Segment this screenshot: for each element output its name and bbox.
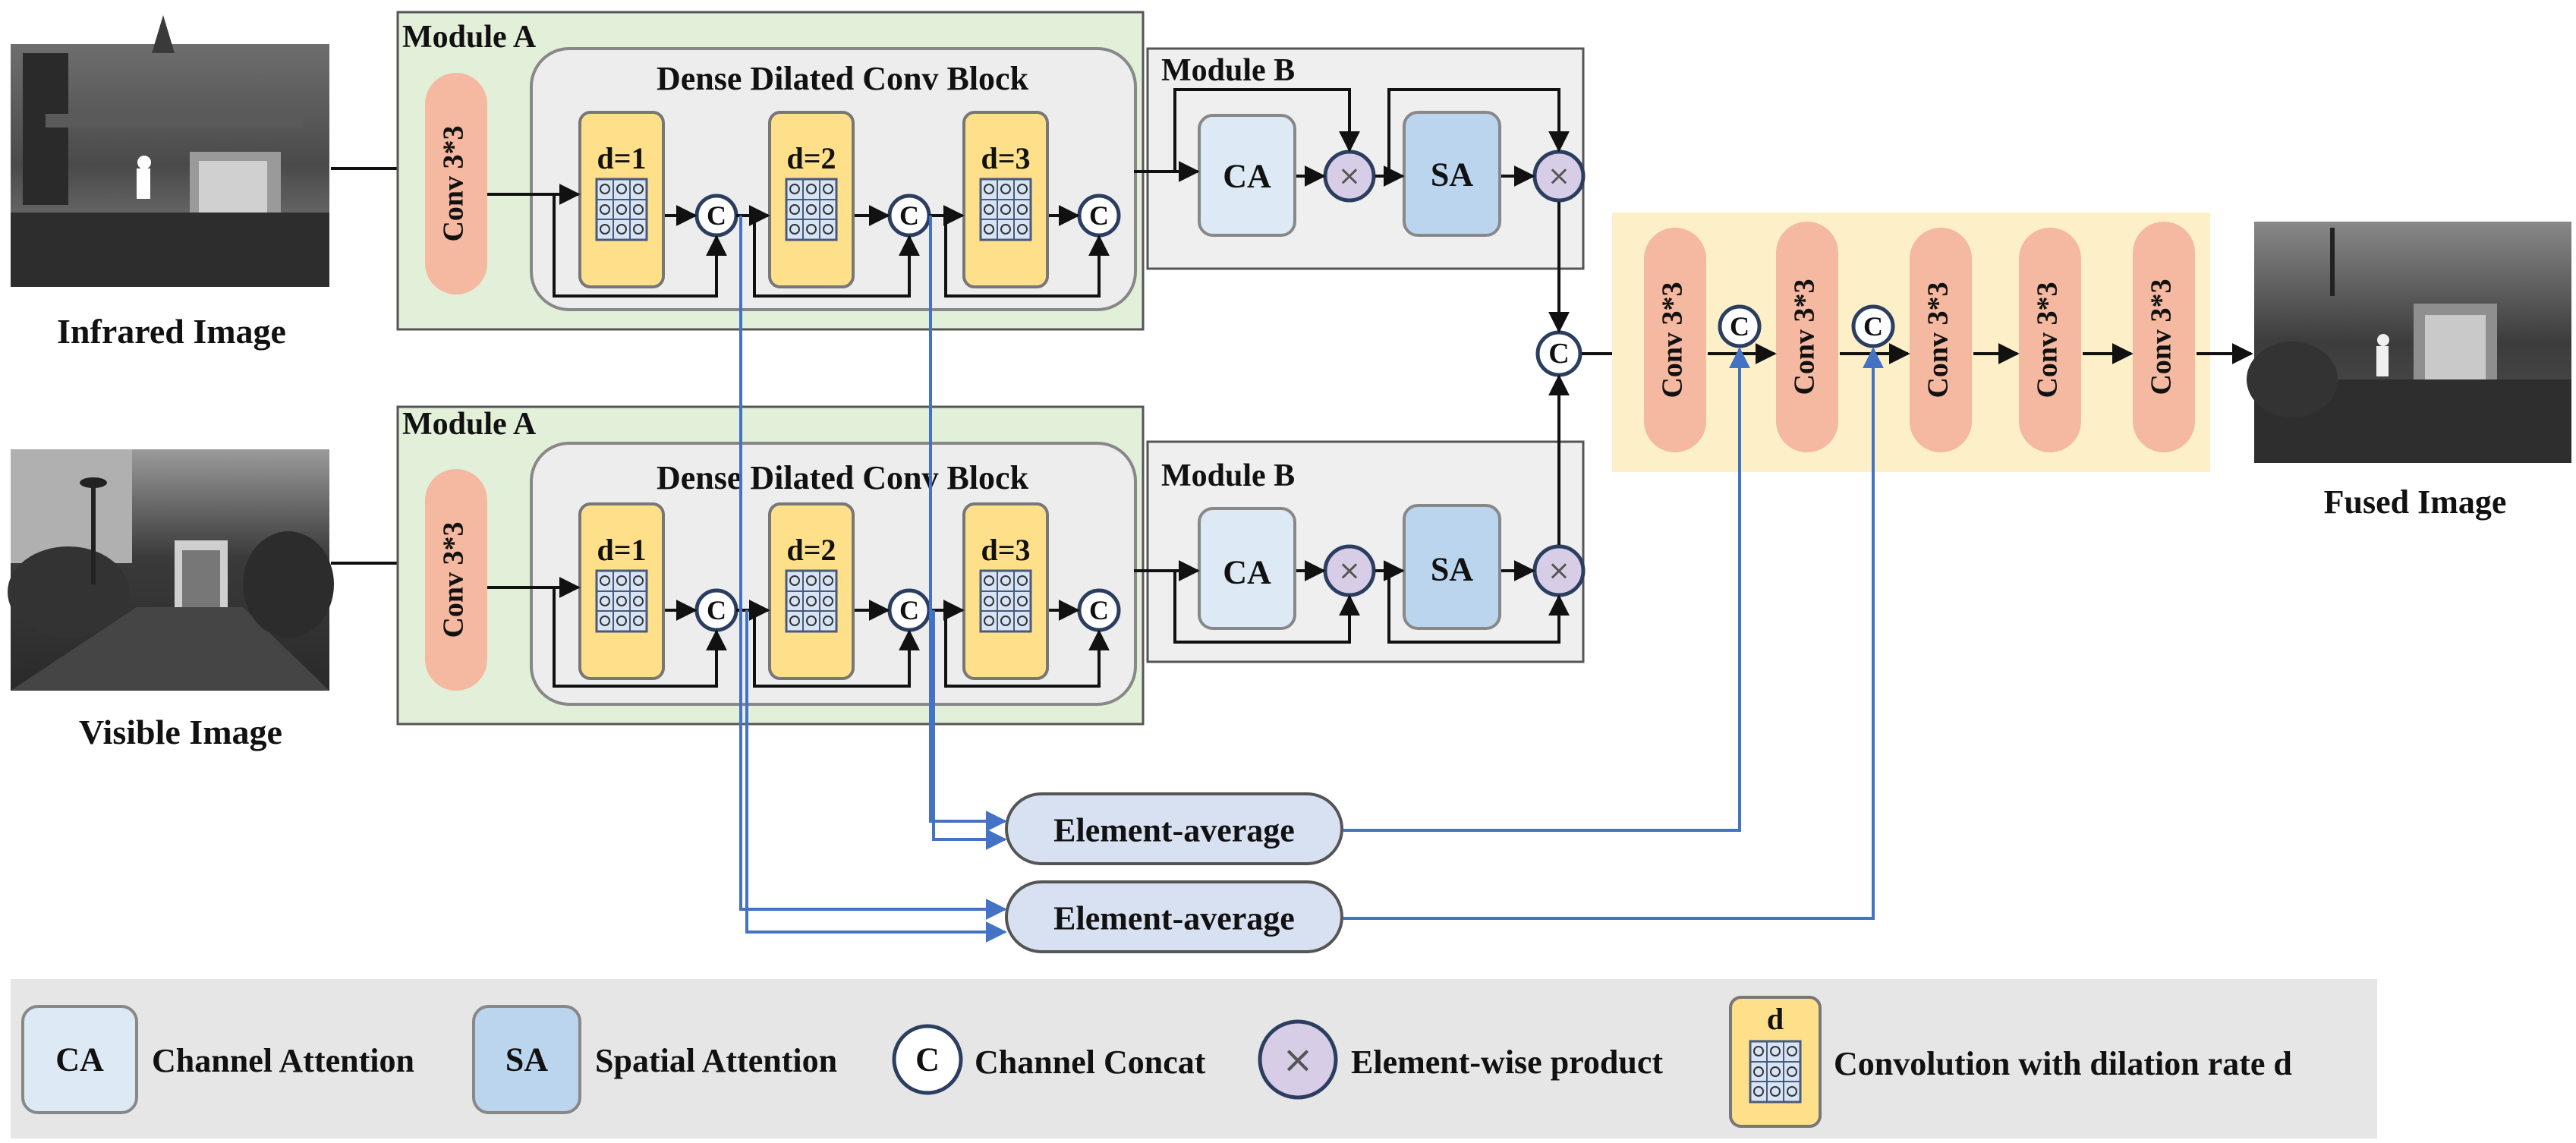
dense-block-arrows xyxy=(487,577,1110,688)
module-a-title: Module A xyxy=(402,407,537,442)
kernel-grid-icon xyxy=(979,569,1032,633)
module-a-top: Module A Conv 3*3 Dense Dilated Conv Blo… xyxy=(396,11,1145,331)
legend-c-text: Channel Concat xyxy=(975,1044,1206,1081)
channel-concat-icon xyxy=(1851,304,1895,348)
product-symbol: × xyxy=(1548,161,1570,192)
dilation-label: d=2 xyxy=(786,533,836,567)
legend-ca-symbol: CA xyxy=(55,1041,104,1078)
infrared-image xyxy=(11,15,329,287)
kernel-grid-icon xyxy=(785,178,838,241)
fused-image-label: Fused Image xyxy=(2324,483,2507,521)
concat-symbol: C xyxy=(1863,311,1883,342)
dense-block-arrows xyxy=(487,184,1110,298)
legend-concat-icon xyxy=(892,1024,963,1095)
kernel-grid-icon xyxy=(1749,1040,1802,1104)
concat-symbol: C xyxy=(707,595,726,625)
decoder-conv-label: Conv 3*3 xyxy=(1789,279,1821,395)
product-symbol: × xyxy=(1338,556,1361,587)
legend-d-text: Convolution with dilation rate d xyxy=(1834,1045,2292,1082)
decoder: Conv 3*3 Conv 3*3 Conv 3*3 Conv 3*3 Conv… xyxy=(1612,213,2253,472)
kernel-grid-icon xyxy=(595,569,648,633)
decoder-conv-pill xyxy=(2019,228,2081,452)
fused-image xyxy=(2247,222,2571,463)
dense-block-title: Dense Dilated Conv Block xyxy=(657,459,1029,496)
decoder-conv-pill xyxy=(1644,228,1706,452)
legend-sa-symbol: SA xyxy=(505,1041,548,1078)
dilation-label: d=3 xyxy=(981,533,1030,567)
element-average-label: Element-average xyxy=(1053,812,1295,849)
dilation-label: d=3 xyxy=(981,141,1030,175)
visible-image xyxy=(8,449,334,691)
dense-block-title: Dense Dilated Conv Block xyxy=(657,60,1029,97)
ca-label: CA xyxy=(1223,554,1271,591)
legend-c-symbol: C xyxy=(915,1041,940,1078)
module-b-bottom: Module B CA SA × × xyxy=(1134,440,1586,663)
element-average-label: Element-average xyxy=(1053,900,1295,937)
conv-label: Conv 3*3 xyxy=(438,125,470,241)
legend-ca-icon xyxy=(21,1005,138,1114)
concat-symbol: C xyxy=(1730,311,1749,342)
legend: CA Channel Attention SA Spatial Attentio… xyxy=(11,979,2377,1138)
kernel-grid-icon xyxy=(595,178,648,241)
decoder-conv-pill xyxy=(2133,222,2195,452)
visible-image-label: Visible Image xyxy=(79,713,282,751)
module-b-title: Module B xyxy=(1161,53,1295,88)
legend-sa-text: Spatial Attention xyxy=(595,1042,837,1079)
legend-d-symbol: d xyxy=(1767,1002,1784,1036)
ca-label: CA xyxy=(1223,158,1271,195)
concat-symbol: C xyxy=(707,200,726,231)
decoder-conv-label: Conv 3*3 xyxy=(1657,282,1689,398)
dilation-label: d=1 xyxy=(597,533,646,567)
element-average-upper: Element-average xyxy=(1005,792,1343,865)
sa-label: SA xyxy=(1431,156,1473,194)
concat-symbol: C xyxy=(899,200,919,231)
channel-concat-icon xyxy=(1718,304,1762,348)
kernel-grid-icon xyxy=(785,569,838,633)
module-b-arrows xyxy=(1134,560,1570,644)
concat-symbol: C xyxy=(1089,200,1109,231)
concat-symbol: C xyxy=(1548,338,1569,370)
decoder-conv-pill xyxy=(1776,222,1838,452)
product-symbol: × xyxy=(1548,556,1570,587)
module-a-title: Module A xyxy=(402,20,537,55)
conv-3x3-pill xyxy=(425,469,487,691)
concat-symbol: C xyxy=(899,595,919,625)
legend-product-icon xyxy=(1258,1019,1338,1100)
module-b-arrows xyxy=(1134,88,1570,187)
module-a-bottom: Module A Conv 3*3 Dense Dilated Conv Blo… xyxy=(396,405,1145,726)
concat-symbol: C xyxy=(1089,595,1109,625)
element-average-lower: Element-average xyxy=(1005,880,1343,953)
product-symbol: × xyxy=(1338,161,1361,192)
conv-3x3-pill xyxy=(425,73,487,294)
dilation-label: d=2 xyxy=(786,141,836,175)
sa-label: SA xyxy=(1431,551,1473,588)
legend-background xyxy=(11,979,2377,1138)
legend-x-text: Element-wise product xyxy=(1351,1044,1663,1081)
legend-sa-icon xyxy=(472,1005,581,1114)
conv-label: Conv 3*3 xyxy=(438,521,470,638)
decoder-conv-label: Conv 3*3 xyxy=(2032,282,2064,398)
decoder-conv-label: Conv 3*3 xyxy=(2146,279,2178,395)
legend-x-symbol: × xyxy=(1282,1038,1314,1082)
module-b-title: Module B xyxy=(1161,458,1295,493)
dilation-label: d=1 xyxy=(597,141,646,175)
kernel-grid-icon xyxy=(979,178,1032,241)
legend-ca-text: Channel Attention xyxy=(152,1042,414,1079)
skip-connections xyxy=(739,216,1884,943)
module-b-top: Module B CA SA × × xyxy=(1134,47,1586,270)
decoder-conv-pill xyxy=(1910,228,1972,452)
infrared-image-label: Infrared Image xyxy=(57,312,286,351)
decoder-conv-label: Conv 3*3 xyxy=(1923,282,1954,398)
